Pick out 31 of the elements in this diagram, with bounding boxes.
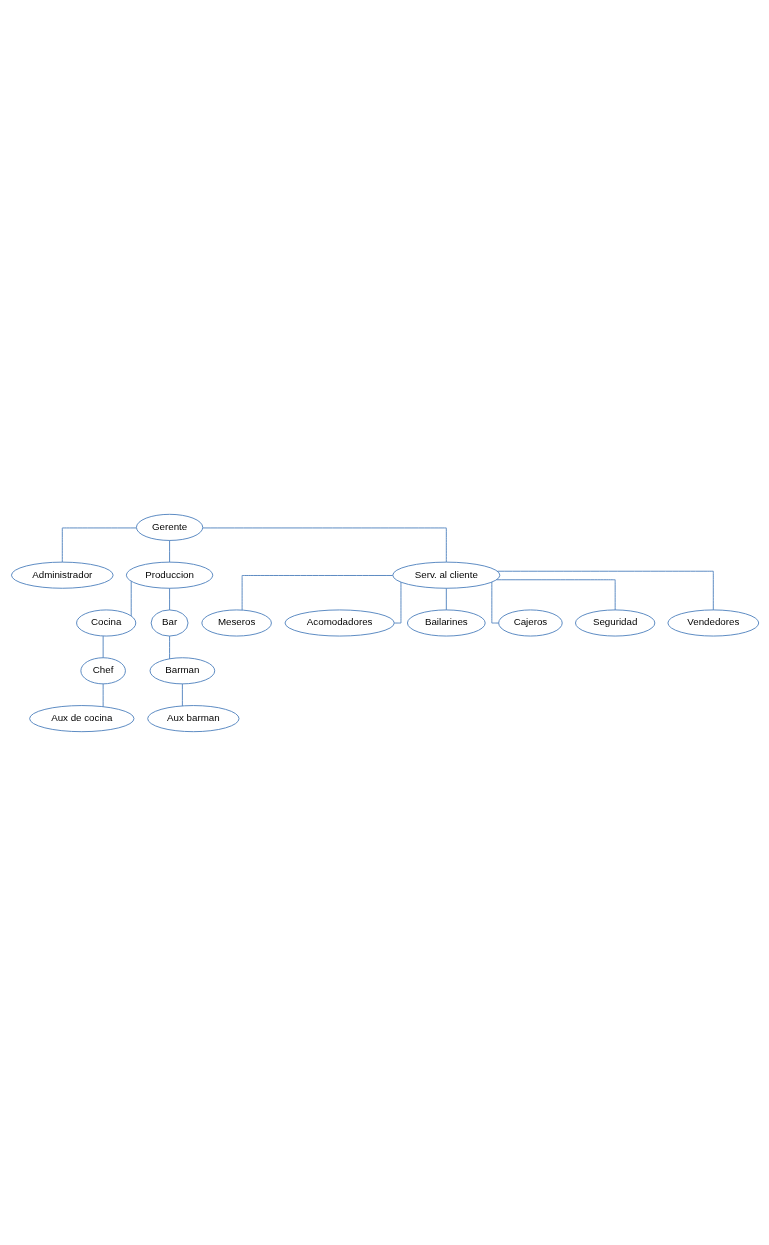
- node-ellipse: Acomodadores: [284, 608, 395, 636]
- connector: [495, 578, 616, 610]
- connector: [445, 587, 447, 610]
- node-ellipse: Aux barman: [146, 704, 239, 732]
- node-ellipse: Meseros: [200, 608, 272, 636]
- node-ellipse: Gerente: [135, 513, 203, 541]
- node-ellipse: Chef: [79, 656, 126, 684]
- connector: [130, 580, 132, 616]
- connector: [102, 635, 104, 658]
- node-ellipse: Serv. al cliente: [391, 561, 500, 589]
- connector: [102, 682, 104, 707]
- node-ellipse: Bailarines: [406, 608, 486, 636]
- connector: [168, 539, 170, 563]
- connector: [490, 581, 499, 623]
- node-ellipse: Administrador: [10, 561, 114, 589]
- node-ellipse: Aux de cocina: [28, 704, 134, 732]
- node-ellipse: Cocina: [75, 608, 136, 636]
- node-ellipse: Barman: [149, 656, 215, 684]
- node-ellipse: Produccion: [125, 561, 213, 589]
- node-ellipse: Seguridad: [574, 608, 655, 636]
- connector: [241, 574, 393, 610]
- connector: [168, 587, 170, 610]
- node-ellipse: Vendedores: [666, 608, 759, 636]
- connector: [393, 581, 401, 623]
- connector: [168, 635, 170, 659]
- connector: [496, 570, 714, 610]
- connector: [181, 682, 183, 706]
- connector: [202, 527, 447, 562]
- connector: [61, 527, 137, 562]
- node-ellipse: Bar: [150, 608, 188, 636]
- node-ellipse: Cajeros: [497, 608, 563, 636]
